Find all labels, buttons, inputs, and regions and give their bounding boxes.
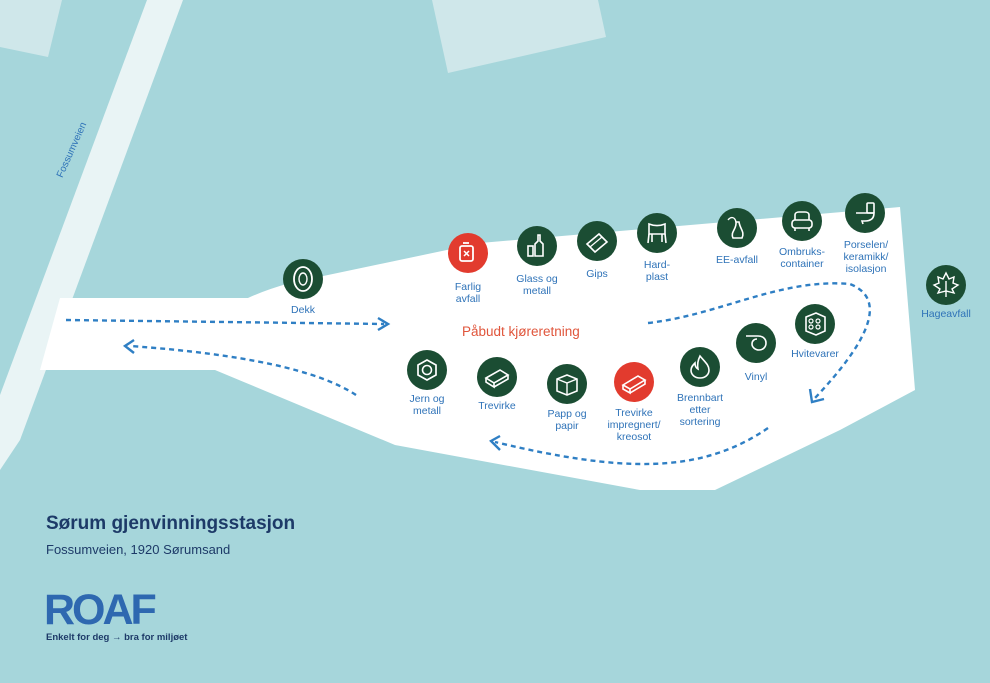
building-footprint — [0, 0, 62, 57]
station-label-farlig-avfall: Farlig avfall — [454, 281, 482, 305]
address: Fossumveien, 1920 Sørumsand — [46, 542, 231, 557]
station-label-ee-avfall: EE-avfall — [715, 254, 759, 266]
cardboard-box-icon[interactable] — [546, 363, 588, 405]
road — [0, 0, 183, 470]
armchair-icon[interactable] — [781, 200, 823, 242]
vinyl-roll-icon[interactable] — [735, 322, 777, 364]
station-label-ombrukscontainer: Ombruks- container — [778, 246, 826, 270]
wood-plank-icon[interactable] — [476, 356, 518, 398]
station-label-dekk: Dekk — [291, 304, 315, 316]
building-footprint — [432, 0, 606, 73]
hazard-canister-icon[interactable] — [447, 232, 489, 274]
bottles-icon[interactable] — [516, 225, 558, 267]
route-arrowheads — [122, 316, 825, 451]
toilet-icon[interactable] — [844, 192, 886, 234]
flame-icon[interactable] — [679, 346, 721, 388]
leaf-icon[interactable] — [925, 264, 967, 306]
station-label-hard-plast: Hard- plast — [643, 259, 671, 283]
station-label-porselen: Porselen/ keramikk/ isolasjon — [843, 239, 889, 275]
station-label-brennbart: Brennbart etter sortering — [676, 392, 724, 428]
hex-nut-icon[interactable] — [406, 349, 448, 391]
driving-route — [65, 282, 871, 466]
station-label-hvitevarer: Hvitevarer — [791, 348, 839, 360]
station-label-gips: Gips — [586, 268, 608, 280]
gypsum-board-icon[interactable] — [576, 220, 618, 262]
station-label-vinyl: Vinyl — [744, 371, 768, 383]
station-label-trevirke: Trevirke — [478, 400, 516, 412]
direction-label: Påbudt kjøreretning — [462, 324, 580, 339]
tire-icon[interactable] — [282, 258, 324, 300]
stove-icon[interactable] — [794, 303, 836, 345]
appliance-plug-icon[interactable] — [716, 207, 758, 249]
plastic-chair-icon[interactable] — [636, 212, 678, 254]
page-title: Sørum gjenvinningsstasjon — [46, 513, 296, 534]
station-label-hageavfall: Hageavfall — [921, 308, 971, 320]
logo-tagline: Enkelt for deg → bra for miljøet — [46, 632, 188, 643]
treated-wood-icon[interactable] — [613, 361, 655, 403]
station-label-trevirke-impregnert: Trevirke impregnert/ kreosot — [607, 407, 661, 443]
station-label-jern-metall: Jern og metall — [409, 393, 445, 417]
station-label-papp-papir: Papp og papir — [547, 408, 587, 432]
roaf-logo: ROAF — [44, 586, 157, 634]
station-area — [40, 207, 915, 490]
station-label-glass-metall: Glass og metall — [516, 273, 558, 297]
